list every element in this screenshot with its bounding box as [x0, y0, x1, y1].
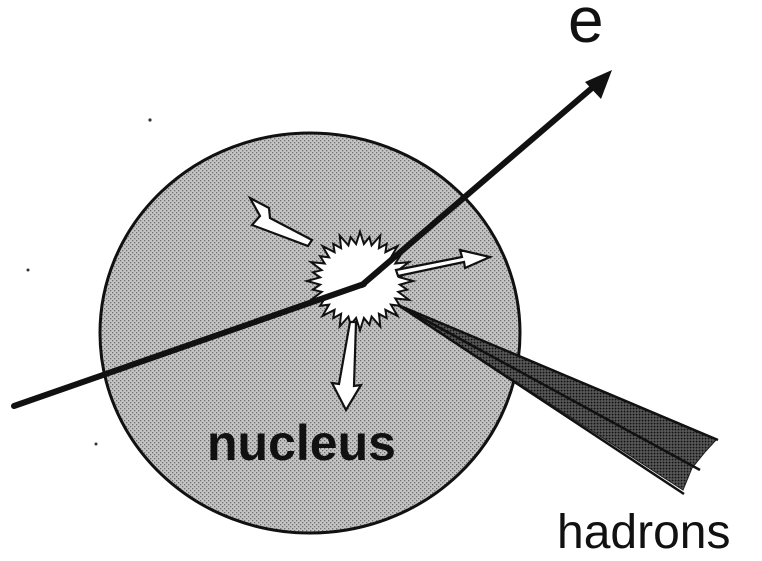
nucleus-label: nucleus: [207, 415, 396, 471]
scan-dot: [27, 269, 30, 272]
interaction-burst: [307, 232, 413, 331]
hadrons-label: hadrons: [557, 506, 730, 559]
electron-arrowhead: [585, 70, 612, 99]
scan-dot: [148, 118, 151, 121]
electron-label: e: [568, 0, 604, 56]
scan-dot: [95, 443, 98, 446]
